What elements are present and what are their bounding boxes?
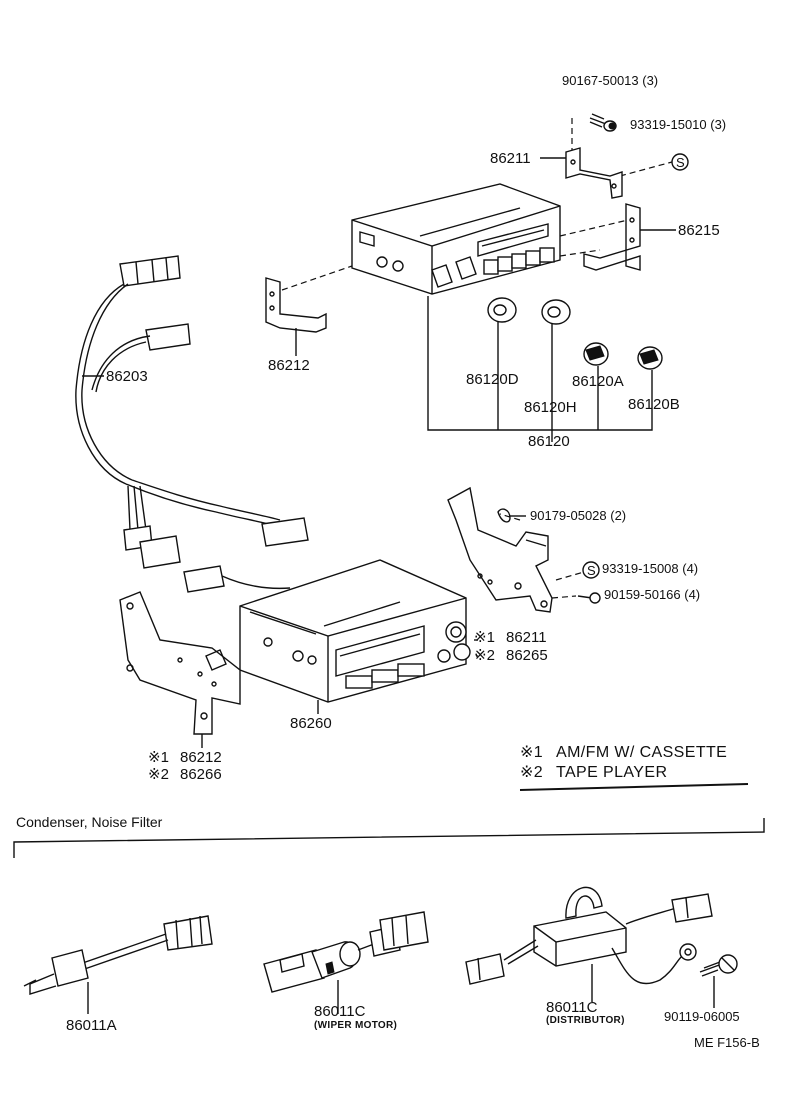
section-frame [13, 818, 765, 858]
label-90167-50013: 90167-50013 (3) [562, 73, 659, 88]
label-86211-mark1: 86211 [506, 629, 547, 646]
left-bracket [119, 591, 241, 735]
screw-90167 [589, 113, 617, 132]
label-mark-1: ※1 [148, 749, 169, 766]
knob-86120B [637, 346, 663, 370]
label-mark-2: ※2 [148, 766, 169, 783]
knob-86120D [487, 297, 517, 323]
screw-90159 [577, 592, 601, 604]
label-86203: 86203 [106, 368, 148, 385]
label-86265-mark2: 86265 [506, 647, 548, 664]
bracket-86211 [565, 147, 623, 199]
label-s-symbol: S [587, 563, 596, 578]
label-86215: 86215 [678, 222, 720, 239]
label-86120H: 86120H [524, 399, 577, 416]
knob-86120A [583, 342, 609, 366]
note-mark-2: ※2 [520, 764, 544, 781]
label-86120B: 86120B [628, 396, 680, 413]
part-86011C-wiper [263, 911, 429, 1014]
leader-dash [619, 161, 673, 177]
label-wiper-motor: (WIPER MOTOR) [314, 1020, 398, 1031]
s-circle [582, 561, 600, 579]
diagram-code: ME F156-B [694, 1035, 760, 1050]
part-86011A [23, 915, 213, 1014]
label-90159-50166: 90159-50166 (4) [604, 587, 701, 602]
bracket-86215 [583, 203, 641, 271]
label-86011A: 86011A [66, 1017, 117, 1034]
label-mark-2: ※2 [474, 647, 495, 664]
label-93319-15010: 93319-15010 (3) [630, 117, 727, 132]
label-86211: 86211 [490, 150, 531, 167]
label-s-symbol: S [676, 155, 685, 170]
label-86120D: 86120D [466, 371, 519, 388]
radio-unit-top [351, 183, 561, 295]
part-86011C-distributor [465, 886, 713, 1002]
label-86212-mark1: 86212 [180, 749, 222, 766]
harness-86203 [75, 255, 309, 569]
label-86011C-wiper: 86011C [314, 1003, 366, 1020]
radio-unit-bottom [239, 559, 471, 703]
section-title: Condenser, Noise Filter [16, 814, 163, 830]
label-93319-15008: 93319-15008 (4) [602, 561, 699, 576]
side-bracket [447, 486, 553, 613]
label-86120A: 86120A [572, 373, 624, 390]
label-86260: 86260 [290, 715, 332, 732]
label-86266-mark2: 86266 [180, 766, 222, 783]
bracket-86212 [265, 277, 327, 333]
connector [183, 565, 225, 593]
s-circle [671, 153, 689, 171]
label-distributor: (DISTRIBUTOR) [546, 1015, 625, 1026]
screw-90119 [699, 954, 738, 1008]
label-86011C-distributor: 86011C [546, 999, 598, 1016]
note-am-fm-cassette: AM/FM W/ CASSETTE [556, 744, 728, 761]
note-underline [519, 783, 749, 791]
label-90179-05028: 90179-05028 (2) [530, 508, 627, 523]
note-tape-player: TAPE PLAYER [556, 764, 668, 781]
label-90119-06005: 90119-06005 [664, 1009, 740, 1024]
knob-86120H [541, 299, 571, 325]
label-86212: 86212 [268, 357, 310, 374]
label-86120: 86120 [528, 433, 570, 450]
label-mark-1: ※1 [474, 629, 495, 646]
note-mark-1: ※1 [520, 744, 544, 761]
